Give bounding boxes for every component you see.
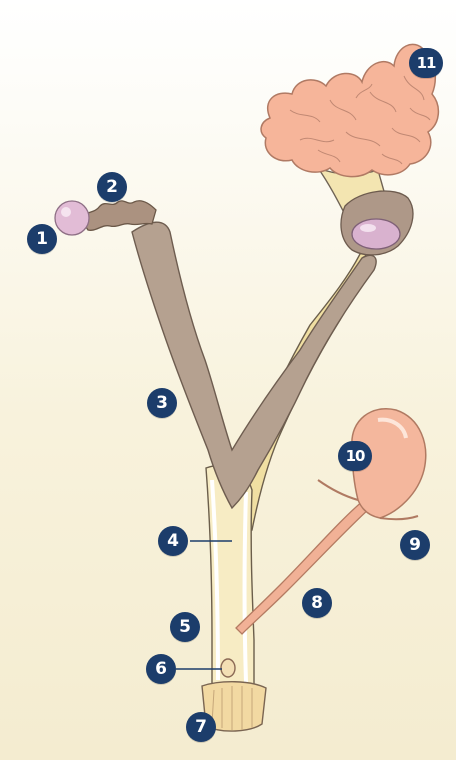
shaft-ring [221, 659, 235, 677]
right-oval [352, 219, 400, 249]
duct [236, 500, 370, 634]
label-10: 10 [338, 441, 372, 471]
right-oval-highlight [360, 224, 376, 232]
shaft-sheath-right [245, 492, 247, 682]
label-5: 5 [170, 612, 200, 642]
label-3: 3 [147, 388, 177, 418]
left-sphere-highlight [61, 207, 71, 217]
label-7: 7 [186, 712, 216, 742]
label-1: 1 [27, 224, 57, 254]
bulb-tube-left [318, 480, 358, 500]
label-6: 6 [146, 654, 176, 684]
label-8: 8 [302, 588, 332, 618]
label-2: 2 [97, 172, 127, 202]
label-4: 4 [158, 526, 188, 556]
label-11: 11 [409, 48, 443, 78]
left-sphere [55, 201, 89, 235]
label-9: 9 [400, 530, 430, 560]
left-limb [132, 222, 376, 508]
